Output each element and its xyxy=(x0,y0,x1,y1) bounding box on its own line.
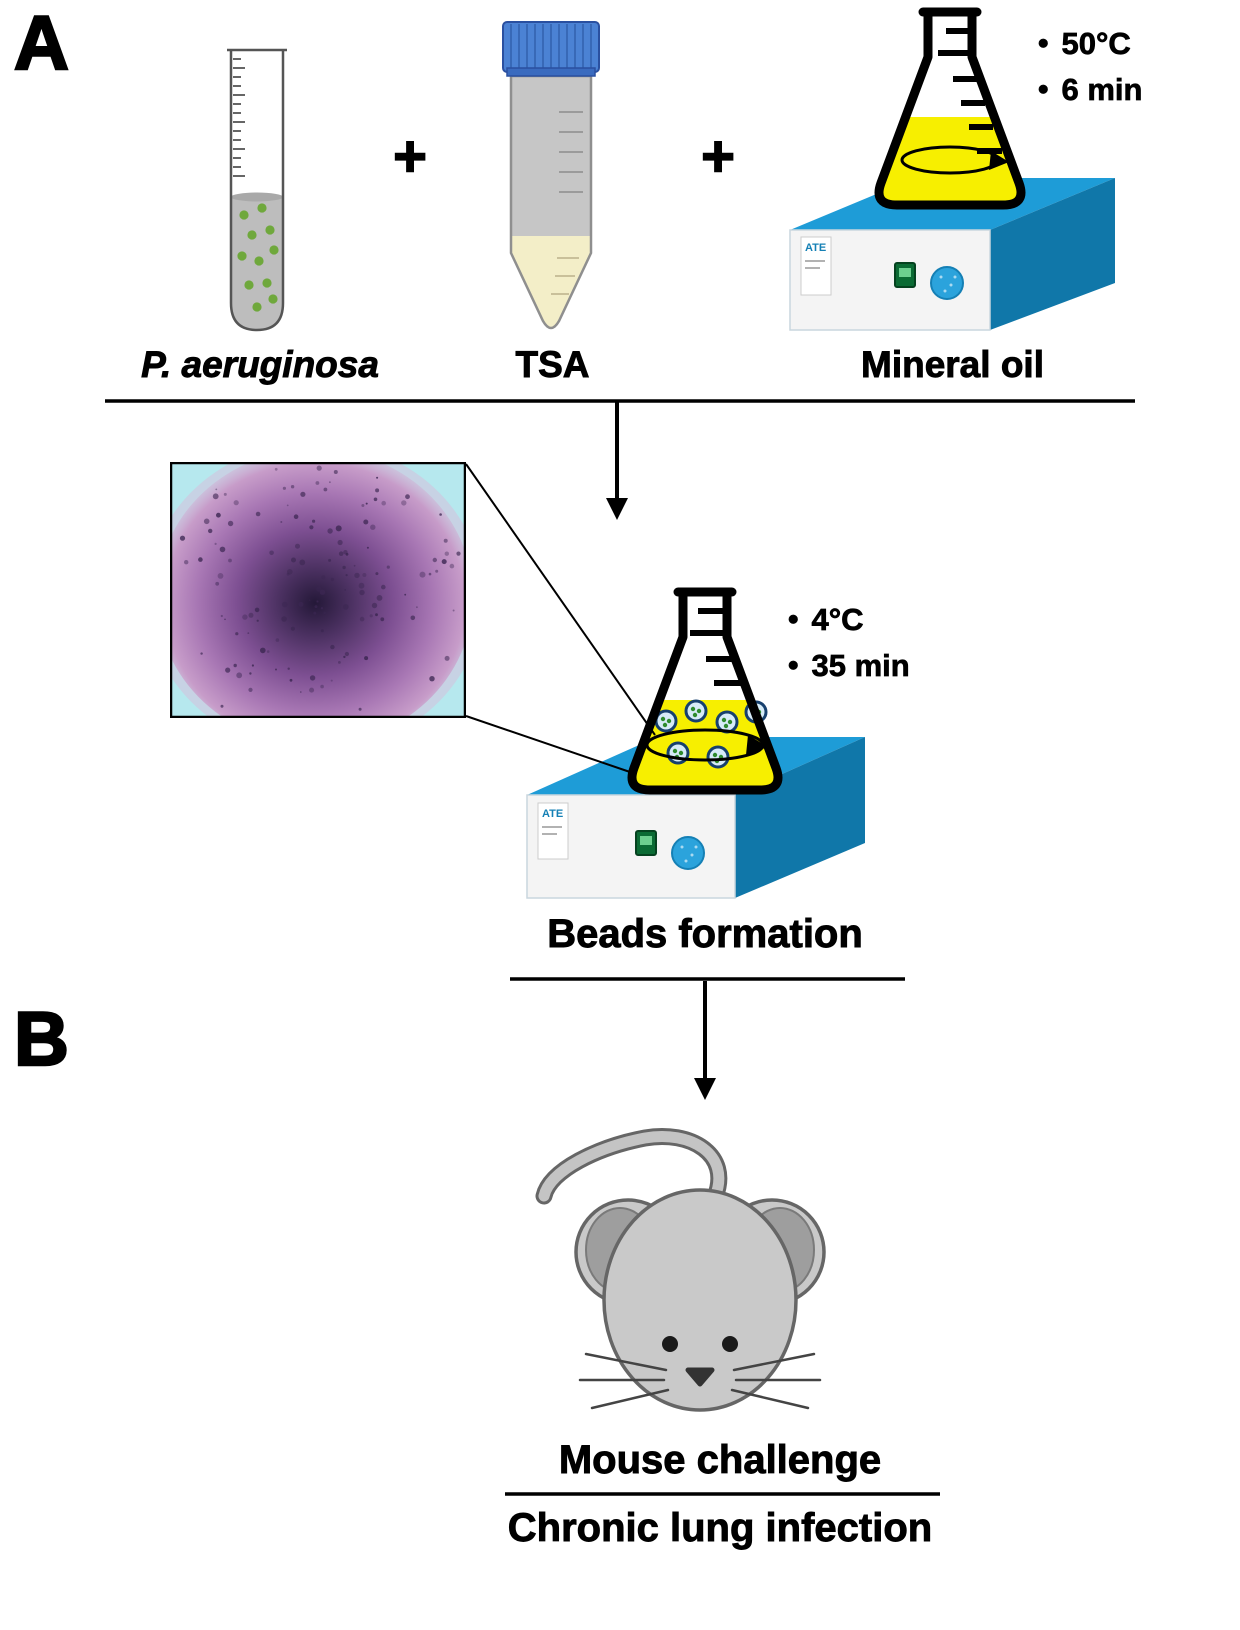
mouse-head xyxy=(602,1188,798,1412)
bacteria-test-tube xyxy=(227,48,287,332)
mouse-eyes xyxy=(662,1336,738,1352)
beads-formation-label: Beads formation xyxy=(547,912,864,957)
mouse-tail xyxy=(535,1128,728,1206)
panel-b-label: B xyxy=(13,997,70,1082)
bullet-icon: • xyxy=(788,603,799,637)
tsa-tube xyxy=(502,21,600,330)
tsa-graduations xyxy=(551,111,583,295)
oil-flask xyxy=(874,7,1026,210)
stirrer-label xyxy=(800,236,832,296)
oil-label: Mineral oil xyxy=(861,344,1045,386)
condition-temperature: • 50°C xyxy=(1038,26,1131,62)
beads-station: ATE xyxy=(526,587,865,899)
down-arrow-1 xyxy=(606,401,628,520)
mouse-whiskers xyxy=(578,1352,822,1410)
condition-duration: • 6 min xyxy=(1038,72,1143,108)
micrograph-particles xyxy=(179,465,461,711)
bullet-icon: • xyxy=(1038,73,1049,107)
tube-cap xyxy=(502,21,600,77)
stirrer-brand-text: ATE xyxy=(805,242,826,254)
plus-sign-2: + xyxy=(700,123,735,190)
bacteria-label: P. aeruginosa xyxy=(141,344,380,386)
tube-graduations xyxy=(233,58,245,177)
chronic-infection-label: Chronic lung infection xyxy=(507,1506,933,1551)
down-arrow-2 xyxy=(694,981,716,1100)
mixing-conditions: • 50°C • 6 min xyxy=(1038,26,1143,108)
bead-micrograph xyxy=(170,462,466,718)
bacteria-dots xyxy=(237,203,279,312)
tsa-label: TSA xyxy=(515,344,590,386)
flask-graduations xyxy=(690,608,741,686)
flask-graduations xyxy=(938,28,1002,154)
mineral-oil-station: ATE xyxy=(789,7,1115,331)
stirrer-knob xyxy=(671,836,705,870)
mouse-challenge-label: Mouse challenge xyxy=(558,1438,882,1483)
tube-agar xyxy=(511,236,591,328)
condition-duration: • 35 min xyxy=(788,648,910,684)
stirrer-label xyxy=(537,802,569,860)
cooling-conditions: • 4°C • 35 min xyxy=(788,602,910,684)
panel-a-label: A xyxy=(13,1,70,86)
stirrer-knob xyxy=(930,266,964,300)
bullet-icon: • xyxy=(788,649,799,683)
beads-flask xyxy=(627,587,783,795)
bullet-icon: • xyxy=(1038,27,1049,61)
condition-temperature: • 4°C xyxy=(788,602,864,638)
stirrer-brand-text: ATE xyxy=(542,808,563,820)
mouse-illustration xyxy=(535,1128,826,1412)
mouse-nose xyxy=(685,1367,715,1387)
plus-sign-1: + xyxy=(392,123,427,190)
magnetic-stirrer: ATE xyxy=(789,178,1115,331)
oil-liquid xyxy=(881,117,1019,202)
